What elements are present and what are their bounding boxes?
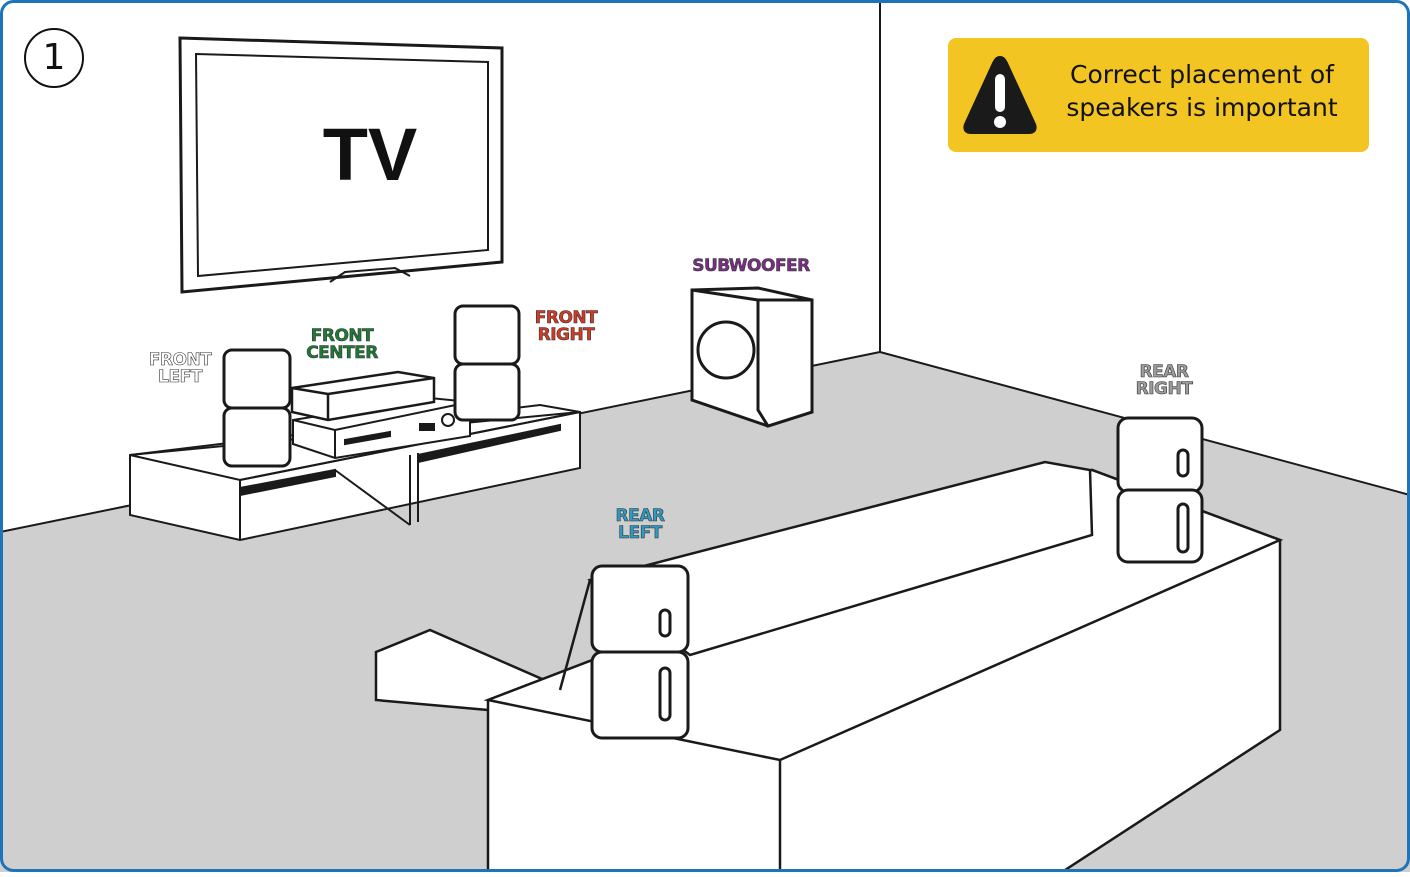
rear-left-speaker [592, 566, 688, 738]
front-left-label: FRONT LEFT [140, 352, 220, 386]
front-right-label: FRONT RIGHT [524, 310, 608, 344]
tv-label: TV [290, 115, 450, 195]
subwoofer [692, 288, 812, 426]
front-left-speaker [224, 350, 290, 466]
step-number: 1 [24, 28, 84, 88]
rear-right-label: REAR RIGHT [1122, 364, 1206, 398]
rear-right-speaker [1118, 418, 1202, 562]
warning-text: Correct placement of speakers is importa… [1052, 58, 1352, 124]
rear-left-label: REAR LEFT [602, 508, 678, 542]
warning-triangle-icon [960, 52, 1040, 138]
front-center-label: FRONT CENTER [290, 328, 394, 362]
front-right-speaker [455, 306, 519, 420]
subwoofer-label: SUBWOOFER [676, 258, 826, 275]
